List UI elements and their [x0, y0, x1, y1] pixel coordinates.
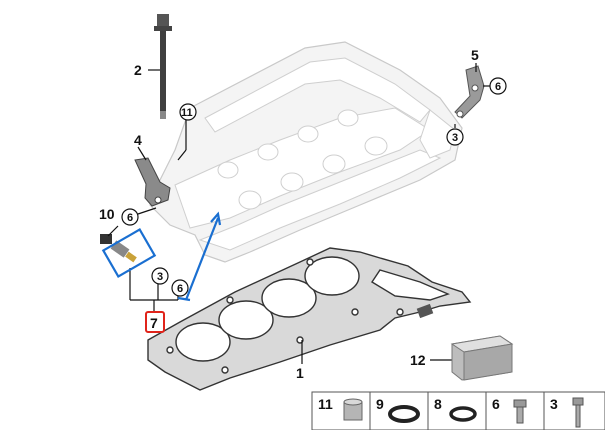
svg-text:3: 3: [452, 132, 458, 144]
highlight-blue: [101, 211, 222, 302]
callout-7: 7: [150, 315, 158, 331]
bracket-5: [454, 65, 485, 119]
callout-1: 1: [296, 365, 304, 381]
svg-text:11: 11: [181, 107, 193, 119]
bracket-4: [134, 157, 171, 207]
seal-ring-icon: [449, 406, 477, 422]
callout-2: 2: [134, 62, 142, 78]
svg-text:3: 3: [157, 271, 163, 283]
circle-callout-3-lower: 3: [151, 267, 169, 285]
svg-text:6: 6: [127, 212, 133, 224]
callout-12: 12: [410, 352, 426, 368]
bolt-icon: [513, 399, 527, 424]
circle-callout-6-left: 6: [121, 208, 139, 226]
head-bolt: [154, 14, 172, 119]
circle-callout-6-top: 6: [489, 77, 507, 95]
circle-callout-11: 11: [179, 103, 197, 121]
svg-text:6: 6: [177, 283, 183, 295]
callout-5: 5: [471, 47, 479, 63]
cam-journals: [217, 109, 388, 210]
sealant-box-icon: [450, 335, 514, 381]
svg-text:6: 6: [495, 81, 501, 93]
circle-callout-3-right: 3: [446, 128, 464, 146]
sleeve-icon: [343, 398, 363, 421]
highlight-red: [145, 311, 165, 333]
legend-label-9: 9: [376, 396, 384, 412]
o-ring-icon: [388, 405, 420, 423]
legend-strip: 11 9 8 6 3: [311, 391, 605, 430]
screw-icon: [572, 397, 584, 428]
legend-label-11: 11: [318, 396, 333, 412]
callout-4: 4: [134, 132, 142, 148]
legend-label-6: 6: [492, 396, 500, 412]
leader-lines: [107, 63, 493, 364]
circle-callout-6-lower: 6: [171, 279, 189, 297]
cylinder-head: [149, 41, 463, 263]
callout-10: 10: [99, 206, 115, 222]
legend-label-3: 3: [550, 396, 558, 412]
head-gasket: [147, 247, 472, 391]
legend-label-8: 8: [434, 396, 442, 412]
